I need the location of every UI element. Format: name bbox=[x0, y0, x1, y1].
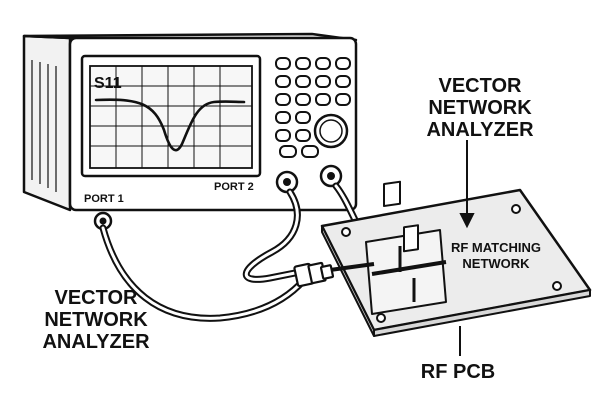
key-button[interactable] bbox=[315, 57, 331, 70]
vna-screen: S11 bbox=[80, 54, 262, 178]
vna-top-line-1: VECTOR bbox=[439, 75, 523, 97]
microstrip-line bbox=[329, 262, 375, 272]
tuning-knob[interactable] bbox=[313, 113, 349, 149]
key-button[interactable] bbox=[301, 145, 319, 158]
rf-pcb-label: RF PCB bbox=[421, 361, 495, 383]
key-button[interactable] bbox=[315, 75, 331, 88]
s11-trace bbox=[94, 98, 246, 152]
vna-bottom-line-3: ANALYZER bbox=[42, 331, 150, 353]
callout-vna-bottom: VECTOR NETWORK ANALYZER bbox=[42, 287, 150, 353]
rf-pcb bbox=[320, 180, 592, 337]
callout-vna-top: VECTOR NETWORK ANALYZER bbox=[426, 75, 534, 141]
vna-top-line-3: ANALYZER bbox=[426, 119, 534, 141]
mounting-holes bbox=[341, 204, 562, 323]
keypad bbox=[275, 57, 351, 158]
key-button[interactable] bbox=[315, 93, 331, 106]
screen-trace-label: S11 bbox=[94, 75, 122, 92]
port-2-connector[interactable] bbox=[275, 170, 299, 194]
key-button[interactable] bbox=[295, 75, 311, 88]
key-button[interactable] bbox=[275, 93, 291, 106]
vna-bottom-line-2: NETWORK bbox=[44, 309, 148, 331]
key-button[interactable] bbox=[279, 145, 297, 158]
matching-network-traces bbox=[365, 180, 447, 315]
vna-bottom-line-1: VECTOR bbox=[55, 287, 139, 309]
port-1-label: PORT 1 bbox=[84, 193, 124, 205]
key-button[interactable] bbox=[335, 93, 351, 106]
vna-top-line-2: NETWORK bbox=[428, 97, 532, 119]
key-button[interactable] bbox=[275, 75, 291, 88]
key-button[interactable] bbox=[335, 57, 351, 70]
rf-matching-line-1: RF MATCHING bbox=[451, 240, 541, 255]
key-button[interactable] bbox=[275, 57, 291, 70]
key-button[interactable] bbox=[335, 75, 351, 88]
rf-matching-line-2: NETWORK bbox=[462, 256, 530, 271]
key-button[interactable] bbox=[295, 129, 311, 142]
port-3-connector[interactable] bbox=[319, 164, 343, 188]
callout-arrows bbox=[459, 140, 475, 356]
callout-rf-matching: RF MATCHING NETWORK bbox=[451, 240, 541, 271]
key-button[interactable] bbox=[275, 111, 291, 124]
key-button[interactable] bbox=[295, 93, 311, 106]
key-button[interactable] bbox=[295, 111, 311, 124]
port-2-label: PORT 2 bbox=[214, 181, 254, 193]
key-button[interactable] bbox=[275, 129, 291, 142]
key-button[interactable] bbox=[295, 57, 311, 70]
sma-connector[interactable] bbox=[293, 261, 335, 288]
